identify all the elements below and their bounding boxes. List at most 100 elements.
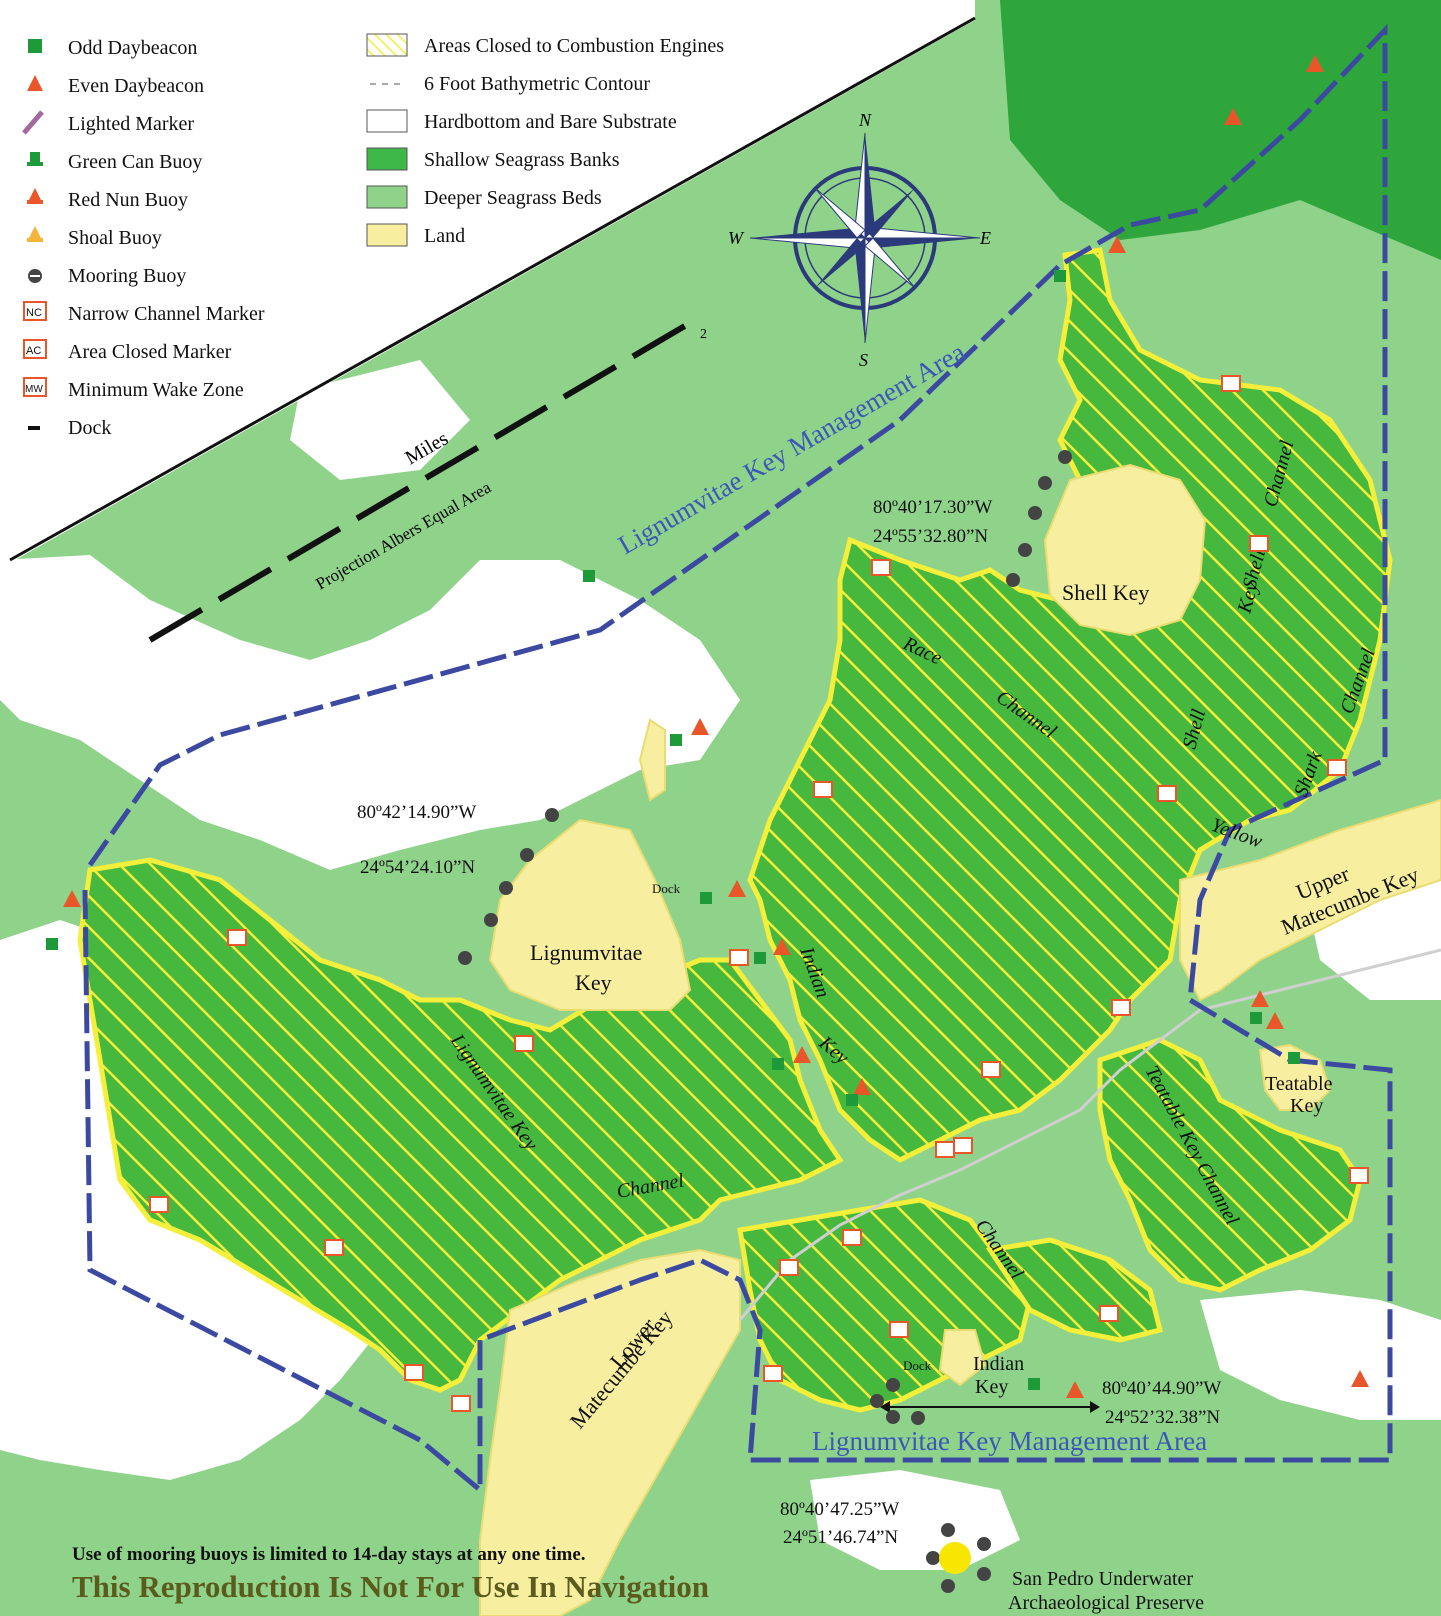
area-closed-markers: [149, 375, 1369, 1412]
mooring-buoy-icon: [941, 1579, 955, 1593]
odd-daybeacon-icon: [1288, 1052, 1300, 1064]
mooring-buoy-icon: [1028, 506, 1042, 520]
shell-key-land: [1043, 463, 1207, 637]
channel-route: [738, 948, 1441, 1321]
combustion-closed-area-swatch: [366, 33, 408, 57]
upper-matecumbe-land: [1179, 798, 1441, 1002]
area-closed-marker-icon: [1327, 759, 1347, 776]
minimum-wake-zone-icon: MW: [23, 377, 47, 397]
lighted-marker-icon: [22, 110, 44, 135]
area-closed-marker-icon: AC: [23, 339, 47, 359]
legend-label: Green Can Buoy: [68, 151, 202, 173]
odd-daybeacon-icon: [28, 39, 42, 53]
mooring-buoy-icon: [941, 1523, 955, 1537]
mooring-buoy-icon: [458, 951, 472, 965]
odd-daybeacon-icon: [1028, 1378, 1040, 1390]
dock-label: Dock: [903, 1358, 932, 1373]
odd-daybeacon-icon: [754, 952, 766, 964]
mooring-buoy-icon: [911, 1411, 925, 1425]
legend-label: Area Closed Marker: [68, 341, 232, 363]
deeper-seagrass-swatch: [366, 185, 408, 209]
coordinate-lon: 80º40’17.30”W: [873, 497, 992, 518]
compass-n: N: [858, 110, 872, 130]
odd-daybeacon-icon: [670, 734, 682, 746]
area-closed-marker-icon: [729, 949, 749, 966]
odd-daybeacon-icon: [700, 892, 712, 904]
odd-daybeacon-icon: [1250, 1012, 1262, 1024]
even-daybeacon-icon: [27, 75, 43, 91]
mooring-buoy-icon: [1018, 543, 1032, 557]
odd-daybeacon-icon: [583, 570, 595, 582]
even-daybeacon-icon: [793, 1046, 811, 1063]
narrow-channel-marker-icon: [451, 1395, 471, 1412]
shallow-seagrass-bank: [1000, 0, 1441, 260]
preserve-label: Archaeological Preserve: [1008, 1592, 1204, 1614]
coordinate-lon: 80º40’47.25”W: [780, 1499, 899, 1520]
legend-label: Even Daybeacon: [68, 75, 204, 97]
mooring-buoy-icon: [520, 848, 534, 862]
arrow-head-right: [1090, 1401, 1100, 1413]
coordinate-lat: 24º51’46.74”N: [783, 1527, 898, 1548]
mooring-buoy-icon: [545, 808, 559, 822]
odd-daybeacon-icon: [772, 1058, 784, 1070]
even-daybeacon-icon: [1066, 1381, 1084, 1398]
indian-key-land: [938, 1329, 987, 1387]
narrow-channel-marker-icon: NC: [23, 301, 47, 321]
compass-e: E: [979, 228, 991, 248]
coordinate-lon: 80º40’44.90”W: [1102, 1378, 1221, 1399]
coordinate-lat: 24º52’32.38”N: [1105, 1407, 1220, 1428]
area-closed-marker-icon: [227, 929, 247, 946]
even-daybeacon-icon: [691, 718, 709, 735]
even-daybeacon-icon: [1351, 1370, 1369, 1387]
legend-label: Minimum Wake Zone: [68, 379, 244, 401]
management-area-boundary: [82, 23, 1393, 1496]
green-can-buoy-icon: [27, 152, 43, 166]
even-daybeacon-icon: [1251, 990, 1269, 1007]
area-closed-marker-icon: [1349, 1167, 1369, 1184]
area-closed-marker-icon: [871, 559, 891, 576]
hardbottom-swatch: [366, 109, 408, 133]
scale-tick-label: 2: [700, 327, 707, 342]
even-daybeacon-icon: [853, 1078, 871, 1095]
even-daybeacons: [63, 55, 1369, 1398]
legend-label: Dock: [68, 417, 111, 439]
shoal-buoy-icon: [27, 226, 43, 242]
area-closed-marker-icon: [1249, 535, 1269, 552]
area-closed-marker-icon: [813, 781, 833, 798]
compass-rose-icon: N S E W: [728, 110, 991, 370]
legend-label: Shallow Seagrass Banks: [424, 149, 620, 171]
even-daybeacon-icon: [1108, 236, 1126, 253]
legend-label: 6 Foot Bathymetric Contour: [424, 73, 650, 95]
even-daybeacon-icon: [773, 938, 791, 955]
legend-label: Deeper Seagrass Beds: [424, 187, 602, 209]
svg-text:NC: NC: [26, 307, 42, 319]
even-daybeacon-icon: [1306, 55, 1324, 72]
coordinate-lat: 24º54’24.10”N: [360, 857, 475, 878]
coordinate-lon: 80º42’14.90”W: [357, 802, 476, 823]
mooring-buoy-icon: [1038, 476, 1052, 490]
legend-panel: [0, 0, 975, 560]
arrow-head-left: [880, 1401, 890, 1413]
svg-text:AC: AC: [26, 345, 41, 357]
odd-daybeacon-icon: [846, 1094, 858, 1106]
mooring-buoy-icon: [499, 881, 513, 895]
coordinate-lat: 24º55’32.80”N: [873, 526, 988, 547]
area-closed-marker-icon: [889, 1321, 909, 1338]
legend-label: Narrow Channel Marker: [68, 303, 265, 325]
compass-w: W: [728, 228, 745, 248]
mooring-buoy-icon: [977, 1537, 991, 1551]
area-closed-marker-icon: [779, 1259, 799, 1276]
area-closed-marker-icon: [1111, 999, 1131, 1016]
area-closed-marker-icon: [1157, 785, 1177, 802]
indian-key-label: Indian: [973, 1353, 1024, 1375]
land-swatch: [366, 223, 408, 247]
area-closed-marker-icon: [514, 1035, 534, 1052]
dock-label: Dock: [652, 881, 681, 896]
legend-label: Odd Daybeacon: [68, 37, 197, 59]
svg-text:MW: MW: [25, 384, 43, 395]
shell-key-label: Shell Key: [1062, 580, 1149, 605]
legend-label: Land: [424, 225, 465, 247]
mooring-buoy-icon: [977, 1567, 991, 1581]
legend-label: Areas Closed to Combustion Engines: [424, 35, 724, 57]
mooring-buoy-icon: [28, 269, 42, 283]
